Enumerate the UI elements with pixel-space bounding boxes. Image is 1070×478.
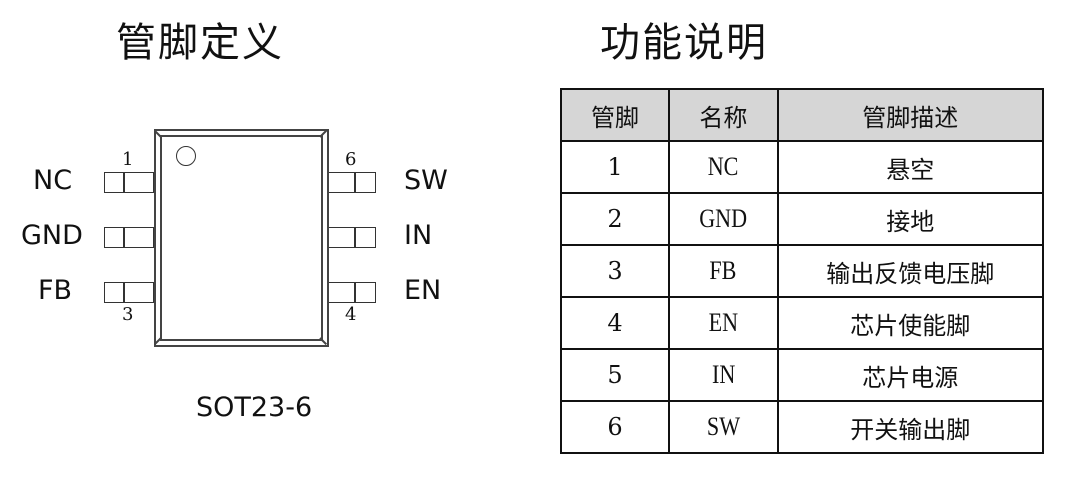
- cell-pin: 1: [559, 140, 671, 194]
- pin-label-en: EN: [404, 275, 442, 306]
- pin-label-sw: SW: [404, 165, 448, 196]
- cell-pin: 6: [559, 400, 671, 454]
- header-pin: 管脚: [559, 88, 671, 142]
- pin-number-4: 4: [345, 304, 357, 325]
- pin-label-in: IN: [404, 220, 433, 251]
- chip-body-inner: [160, 135, 323, 341]
- pin-label-fb: FB: [38, 275, 73, 306]
- cell-description: 输出反馈电压脚: [776, 244, 1045, 298]
- cell-name: SW: [668, 400, 779, 454]
- cell-name: FB: [668, 244, 779, 298]
- pin-1-lead: [104, 172, 154, 193]
- table-row: 5 IN 芯片电源: [559, 348, 1045, 402]
- cell-pin: 5: [559, 348, 671, 402]
- cell-name: NC: [668, 140, 779, 194]
- cell-name: IN: [668, 348, 779, 402]
- function-description-title: 功能说明: [600, 20, 768, 66]
- cell-name-text: GND: [699, 204, 748, 233]
- table-row: 3 FB 输出反馈电压脚: [559, 244, 1045, 298]
- cell-pin: 3: [559, 244, 671, 298]
- header-name: 名称: [668, 88, 779, 142]
- pin-definition-title: 管脚定义: [116, 20, 284, 66]
- cell-description: 芯片使能脚: [776, 296, 1045, 350]
- pin1-marker-icon: [176, 146, 196, 166]
- pin-function-table: 管脚 名称 管脚描述 1 NC 悬空 2 GND 接地 3 FB 输出反馈电压脚…: [559, 88, 1045, 454]
- cell-name: EN: [668, 296, 779, 350]
- pin-label-nc: NC: [33, 165, 73, 196]
- cell-pin: 4: [559, 296, 671, 350]
- table-row: 2 GND 接地: [559, 192, 1045, 246]
- cell-description: 芯片电源: [776, 348, 1045, 402]
- pin-3-lead: [104, 282, 154, 303]
- pin-4-lead: [326, 282, 376, 303]
- cell-description: 开关输出脚: [776, 400, 1045, 454]
- pin-number-6: 6: [345, 149, 357, 170]
- cell-description: 悬空: [776, 140, 1045, 194]
- cell-name: GND: [668, 192, 779, 246]
- cell-name-text: FB: [709, 256, 737, 285]
- pin-number-3: 3: [122, 304, 134, 325]
- cell-description: 接地: [776, 192, 1045, 246]
- pin-label-gnd: GND: [21, 220, 83, 251]
- table-row: 4 EN 芯片使能脚: [559, 296, 1045, 350]
- cell-name-text: EN: [708, 308, 739, 337]
- header-description: 管脚描述: [776, 88, 1045, 142]
- pin-number-1: 1: [122, 149, 134, 170]
- cell-pin: 2: [559, 192, 671, 246]
- package-label: SOT23-6: [196, 392, 313, 423]
- table-row: 6 SW 开关输出脚: [559, 400, 1045, 454]
- pin-2-lead: [104, 227, 154, 248]
- cell-name-text: IN: [711, 360, 735, 389]
- table-header-row: 管脚 名称 管脚描述: [559, 88, 1045, 142]
- cell-name-text: NC: [707, 152, 739, 181]
- cell-name-text: SW: [706, 412, 740, 441]
- pin-5-lead: [326, 227, 376, 248]
- pin-6-lead: [326, 172, 376, 193]
- table-row: 1 NC 悬空: [559, 140, 1045, 194]
